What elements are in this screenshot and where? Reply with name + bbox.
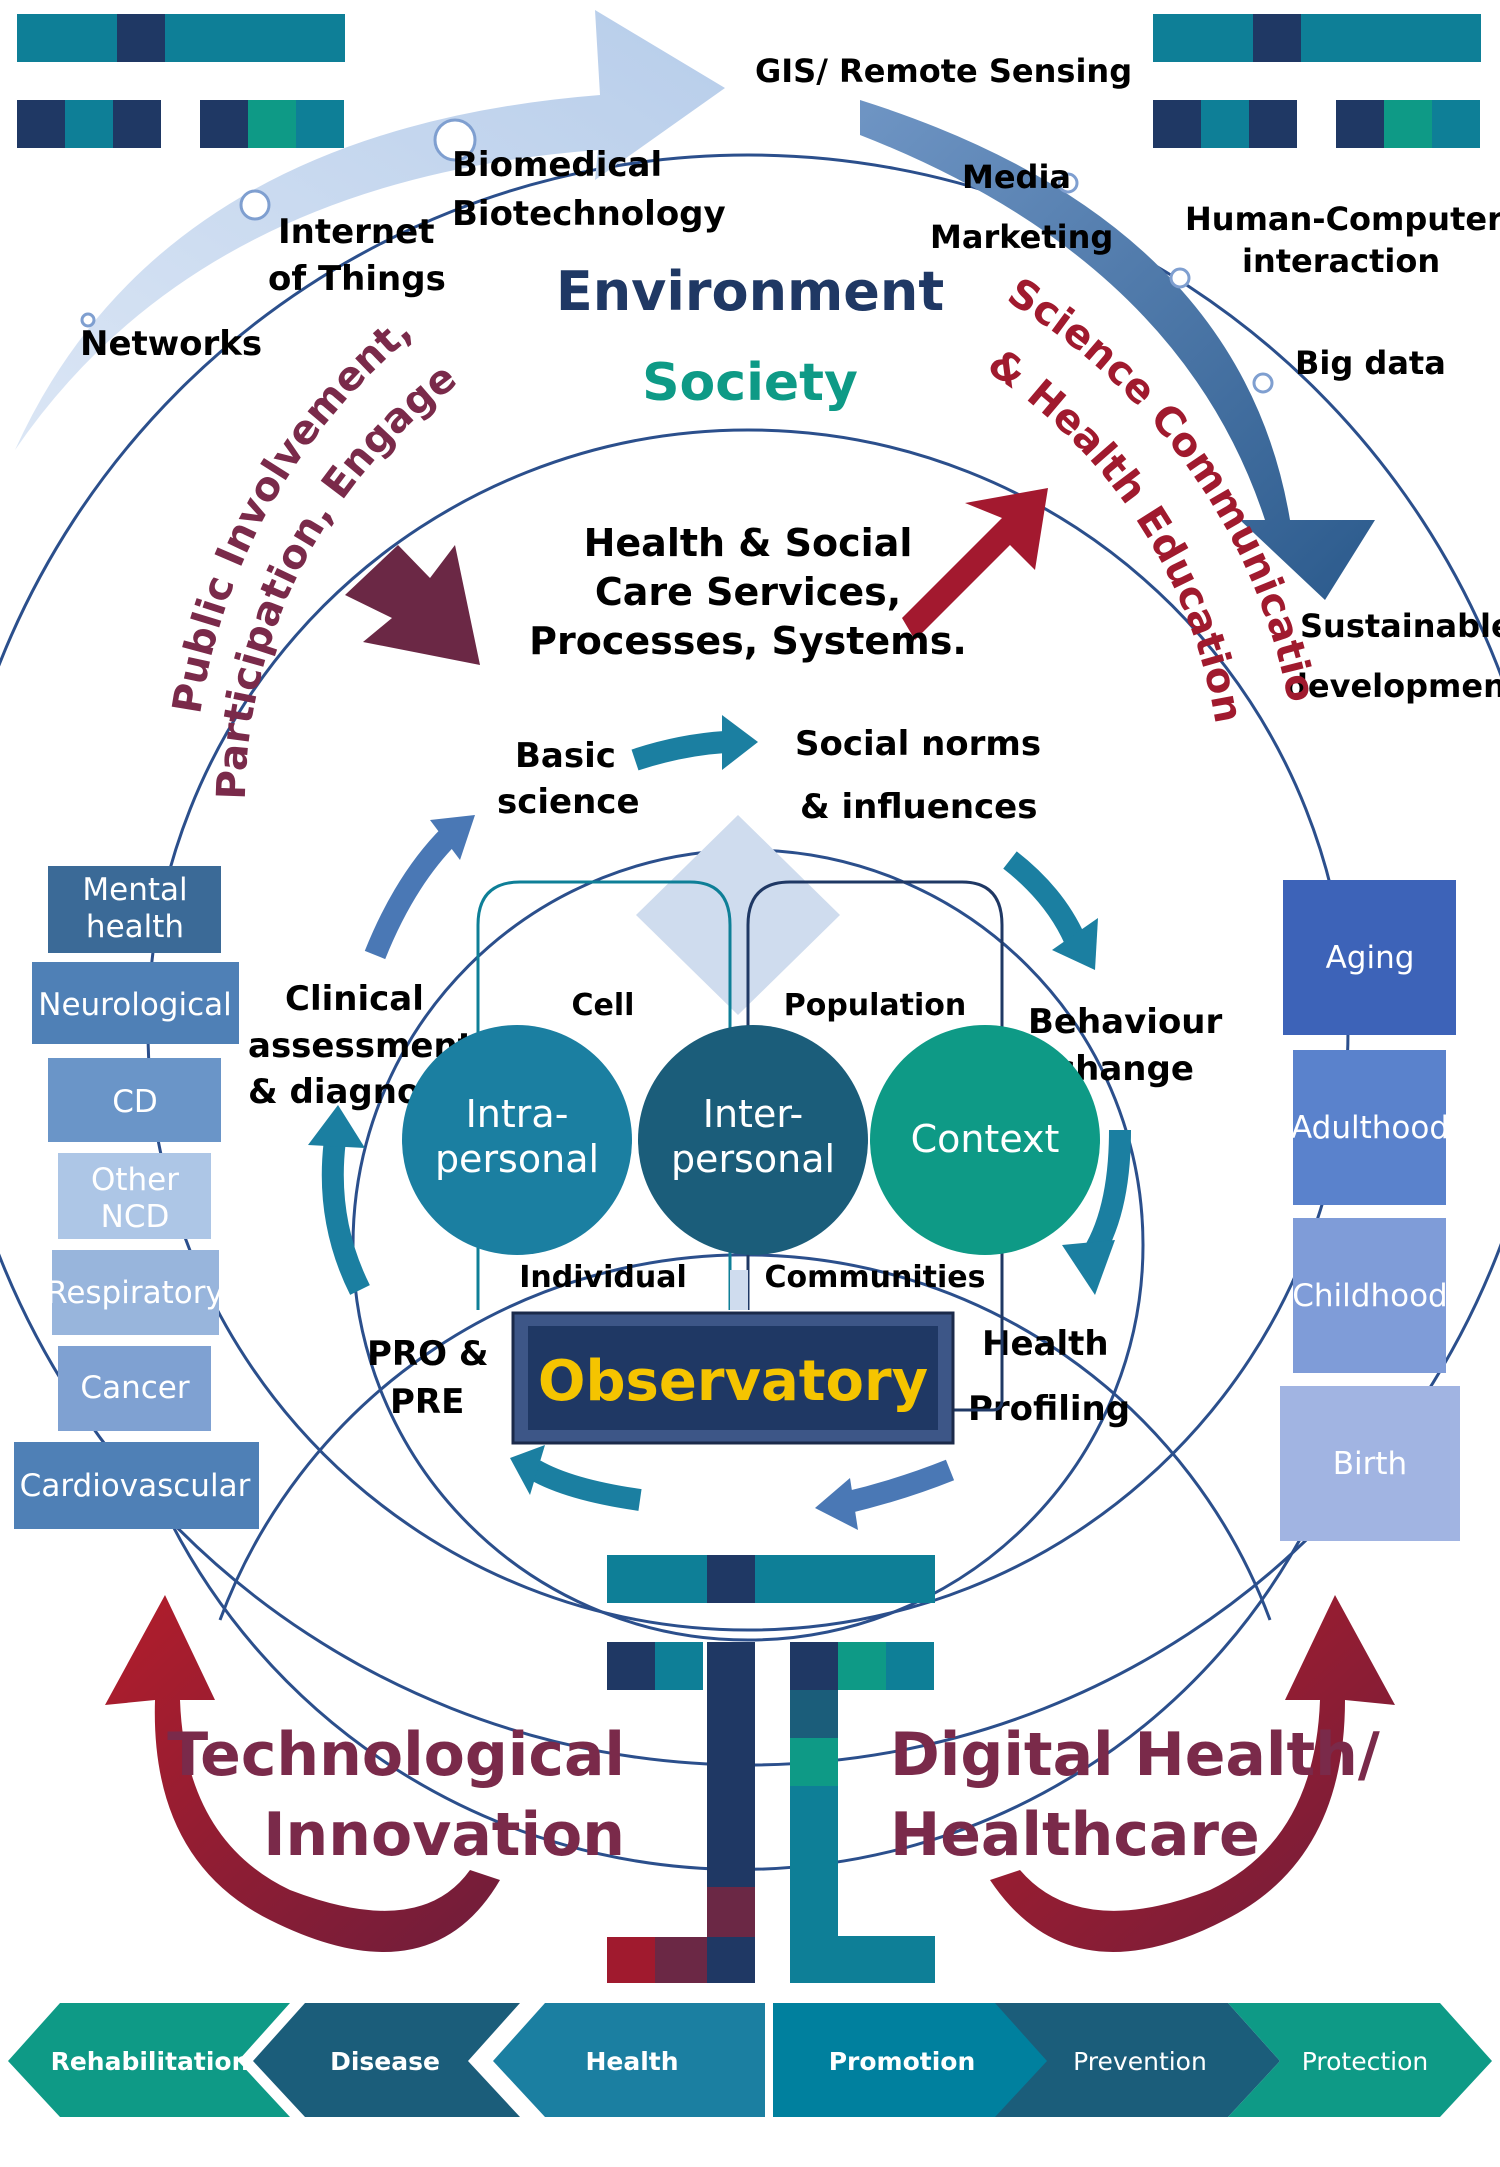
title-healthcare: Healthcare [890, 1800, 1260, 1870]
label-pre: PRE [390, 1382, 464, 1422]
title-innovation: Innovation [263, 1800, 625, 1870]
top-left-blocks [17, 14, 345, 148]
label-communities: Communities [765, 1260, 986, 1295]
label-sustainable: Sustainable [1300, 607, 1500, 645]
right-arc-arrow [860, 100, 1375, 600]
label-development: development [1285, 667, 1500, 705]
title-technological: Technological [167, 1720, 625, 1790]
ring-title-society: Society [642, 353, 858, 413]
label-big-data: Big data [1295, 344, 1446, 382]
services-in-arrow [345, 545, 480, 665]
intra-2: personal [435, 1137, 599, 1181]
label-biomedical: Biomedical [452, 145, 662, 185]
arc-dots [80, 118, 1274, 394]
intra-1: Intra- [466, 1092, 569, 1136]
condition-cancer: Cancer [80, 1370, 189, 1406]
it-logo [607, 1555, 935, 1983]
label-basic: Basic [515, 736, 616, 776]
label-population: Population [784, 988, 967, 1023]
lifecycle-birth: Birth [1333, 1446, 1407, 1482]
inter-1: Inter- [703, 1092, 803, 1136]
observatory-label: Observatory [538, 1349, 928, 1414]
top-right-blocks [1153, 14, 1481, 148]
bar-health: Health [585, 2047, 678, 2076]
bar-promotion: Promotion [829, 2047, 976, 2076]
inter-personal-circle [638, 1025, 868, 1255]
label-media: Media [962, 158, 1071, 196]
right-curved-arrow [990, 1595, 1395, 1952]
lower-arc [218, 1253, 1272, 1621]
label-clinical: Clinical [285, 979, 424, 1019]
bar-disease: Disease [330, 2047, 440, 2076]
bar-prevention: Prevention [1073, 2047, 1207, 2076]
label-hci-1: Human-Computer [1185, 200, 1500, 238]
context-label: Context [911, 1117, 1060, 1161]
bar-protection: Protection [1302, 2047, 1428, 2076]
intra-personal-circle [402, 1025, 632, 1255]
ring-title-environment: Environment [556, 260, 944, 323]
condition-cardiovascular: Cardiovascular [20, 1468, 251, 1504]
title-digital-health: Digital Health/ [890, 1720, 1380, 1790]
core-diamond [636, 815, 840, 1015]
label-gis: GIS/ Remote Sensing [755, 52, 1132, 90]
label-marketing: Marketing [930, 218, 1113, 256]
services-line-1: Health & Social [584, 521, 913, 565]
left-curved-arrow [105, 1595, 500, 1952]
right-lifecycle [1280, 880, 1460, 1541]
label-hci-2: interaction [1242, 242, 1440, 280]
left-conditions [14, 866, 259, 1529]
inter-2: personal [671, 1137, 835, 1181]
label-behaviour: Behaviour [1028, 1002, 1223, 1042]
bottom-chevron-bar [8, 2003, 1492, 2117]
bar-rehabilitation: Rehabilitation [51, 2047, 250, 2076]
services-line-2: Care Services, [595, 570, 901, 614]
label-iot-2: of Things [268, 259, 446, 299]
lifecycle-childhood: Childhood [1292, 1278, 1447, 1314]
label-iot-1: Internet [278, 212, 434, 252]
label-cell: Cell [572, 988, 635, 1023]
context-circle [870, 1025, 1100, 1255]
lifecycle-adulthood: Adulthood [1291, 1110, 1449, 1146]
condition-cd: CD [112, 1084, 158, 1120]
condition-respiratory: Respiratory [46, 1275, 224, 1311]
label-individual: Individual [519, 1260, 686, 1295]
label-pro: PRO & [367, 1334, 489, 1374]
label-networks: Networks [80, 324, 262, 364]
services-line-3: Processes, Systems. [529, 619, 967, 663]
condition-neurological: Neurological [38, 987, 231, 1023]
observatory-box: Observatory [511, 1311, 955, 1445]
label-influences: & influences [800, 787, 1037, 827]
left-arc-arrow [15, 10, 725, 450]
services-out-arrow [902, 488, 1048, 640]
label-science: science [497, 782, 640, 822]
lifecycle-aging: Aging [1326, 940, 1415, 976]
cycle-arrowheads [308, 715, 1115, 1530]
label-social-norms: Social norms [795, 724, 1041, 764]
core-frames [476, 880, 1004, 1412]
label-biotechnology: Biotechnology [452, 194, 726, 234]
